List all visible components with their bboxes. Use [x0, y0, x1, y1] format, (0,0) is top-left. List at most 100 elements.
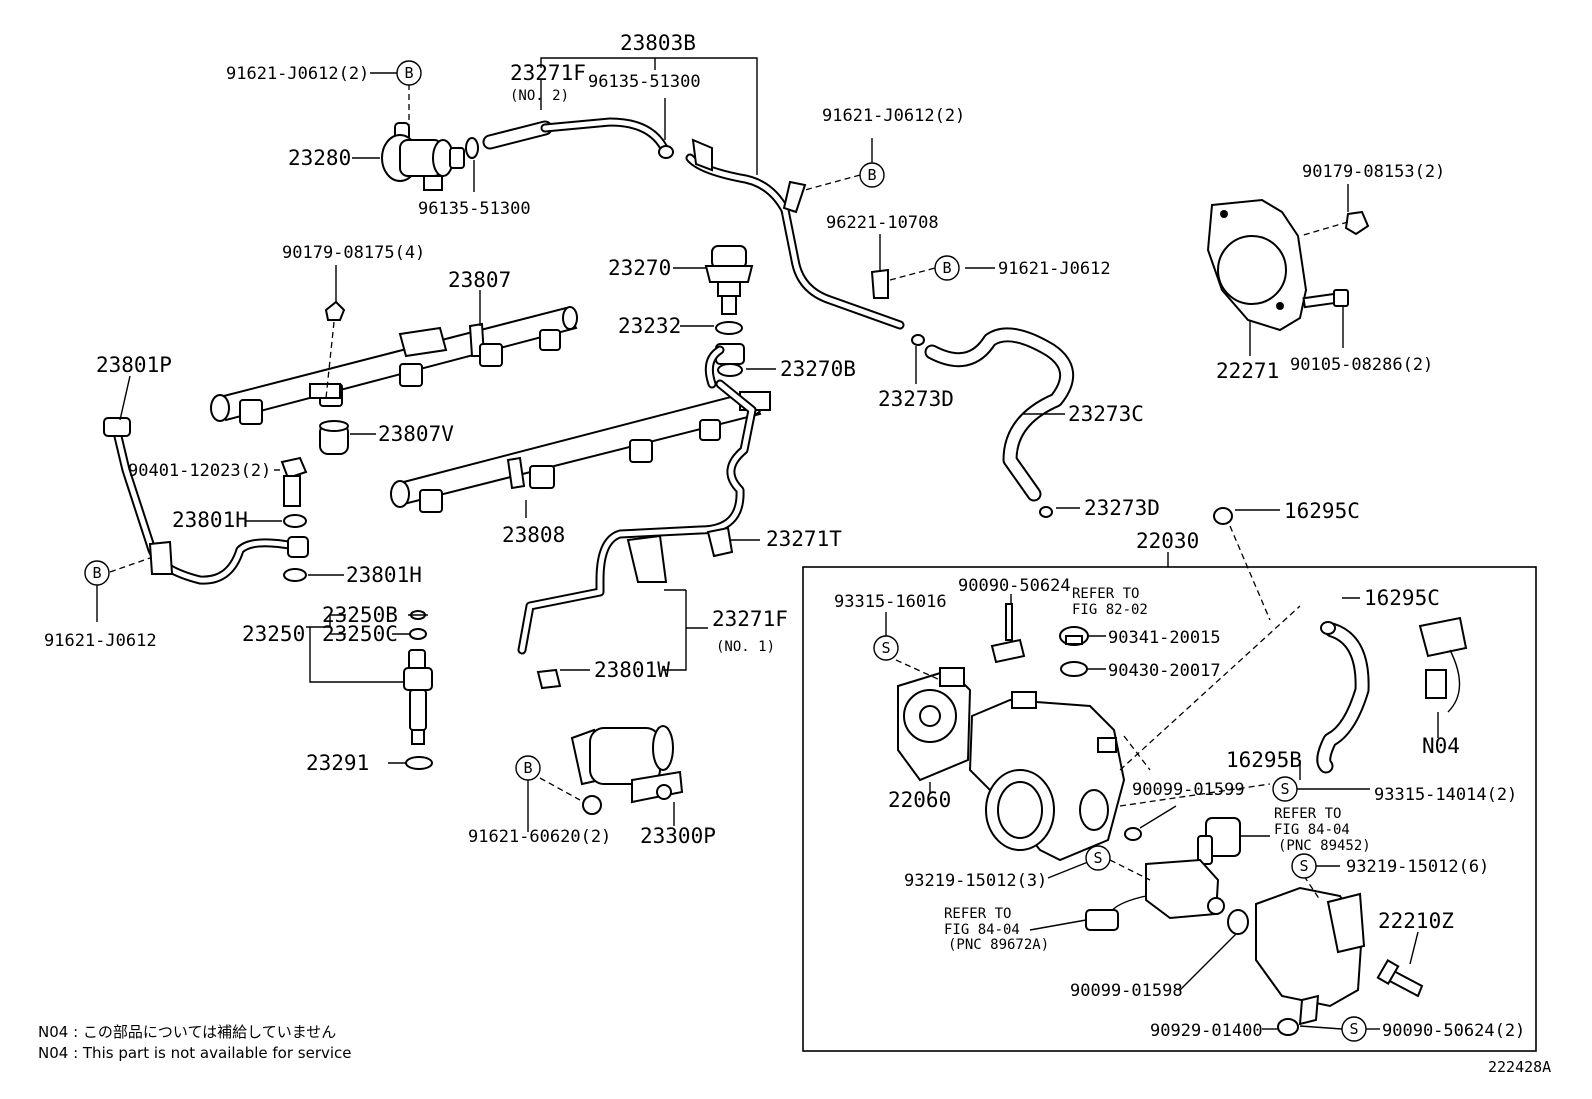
illustration-number: 222428A	[1488, 1058, 1552, 1076]
fuel-filter-23300P	[570, 725, 684, 815]
nut-90179-08175	[324, 300, 346, 321]
o-ring-90099-01599	[1124, 827, 1142, 841]
label-90090-50624-a: 90090-50624	[958, 576, 1071, 596]
svg-text:B: B	[867, 166, 876, 184]
nut-90179-08153	[1344, 210, 1370, 236]
label-23801H-b: 23801H	[346, 563, 422, 587]
union-bolt-90401-12023	[280, 456, 308, 507]
label-23273D-b: 23273D	[1084, 496, 1160, 520]
label-91621-60620: 91621-60620(2)	[468, 827, 611, 847]
label-23273C: 23273C	[1068, 402, 1144, 426]
svg-text:S: S	[1299, 857, 1308, 875]
marker-s-1: S	[873, 635, 899, 661]
label-23803B: 23803B	[620, 31, 696, 55]
gasket-23801H-upper	[283, 514, 307, 528]
label-fig-84b: FIG 84-04	[944, 922, 1020, 938]
water-bypass-hose-16295B	[1316, 622, 1370, 774]
svg-text:B: B	[404, 64, 413, 82]
fuel-pipe-23801P	[103, 417, 309, 585]
fuel-hose-23271F-no1	[517, 345, 757, 655]
grommet-23250C	[409, 628, 427, 640]
label-22030: 22030	[1136, 529, 1199, 553]
label-no1: (NO. 1)	[716, 639, 775, 655]
label-refer-84b: REFER TO	[944, 906, 1011, 922]
label-93315-14014: 93315-14014(2)	[1374, 785, 1517, 805]
label-22271: 22271	[1216, 359, 1279, 383]
label-23801H-a: 23801H	[172, 508, 248, 532]
gasket-23801H-lower	[283, 568, 307, 582]
svg-text:B: B	[92, 564, 101, 582]
label-N04: N04	[1422, 734, 1460, 758]
label-refer-82: REFER TO	[1072, 586, 1139, 602]
throttle-body-22030	[968, 691, 1126, 862]
label-16295C-b: 16295C	[1364, 586, 1440, 610]
label-90430-20017: 90430-20017	[1108, 661, 1221, 681]
label-91621-J0612-c: 91621-J0612	[998, 259, 1111, 279]
clip-23271T	[706, 526, 734, 558]
clip-23273D-upper	[911, 334, 925, 346]
marker-b-3: B	[934, 255, 960, 281]
label-90179-08175: 90179-08175(4)	[282, 243, 425, 263]
svg-text:S: S	[1093, 849, 1102, 867]
label-90099-01598: 90099-01598	[1070, 981, 1183, 1001]
cover-22210Z-assembly	[1255, 886, 1366, 1026]
label-23250C: 23250C	[322, 622, 398, 646]
label-90341-20015: 90341-20015	[1108, 628, 1221, 648]
insulator-23807V	[319, 420, 349, 455]
svg-text:B: B	[942, 259, 951, 277]
o-ring-23232	[715, 321, 743, 335]
label-96221-10708: 96221-10708	[826, 213, 939, 233]
label-16295B: 16295B	[1226, 748, 1302, 772]
label-23270B: 23270B	[780, 357, 856, 381]
fuel-hose-23271F-no2	[482, 117, 674, 159]
marker-s-4: S	[1085, 845, 1111, 871]
clip-23273D-lower	[1039, 506, 1053, 518]
label-91621-J0612-d: 91621-J0612	[44, 631, 157, 651]
label-90401-12023: 90401-12023(2)	[128, 461, 271, 481]
label-23808: 23808	[502, 523, 565, 547]
throttle-position-sensor-22060	[897, 667, 972, 782]
note-n04-japanese: N04 : この部品については補給していません	[38, 1023, 337, 1041]
label-fig-84a: FIG 84-04	[1274, 822, 1350, 838]
label-93315-16016: 93315-16016	[834, 592, 947, 612]
svg-text:S: S	[881, 639, 890, 657]
vacuum-hose-23273C	[924, 327, 1075, 502]
label-23271T: 23271T	[766, 527, 842, 551]
plug-90929-01400	[1277, 1018, 1299, 1036]
clip-16295C-upper	[1213, 507, 1233, 525]
clip-23801W	[536, 668, 562, 690]
svg-text:S: S	[1349, 1020, 1358, 1038]
label-93219-15012-3: 93219-15012(3)	[904, 871, 1047, 891]
clip-16295C-lower	[1320, 621, 1336, 635]
plug-90341-20015	[1059, 626, 1089, 646]
label-pnc-89452: (PNC 89452)	[1278, 838, 1371, 854]
harness-N04	[1418, 616, 1468, 713]
label-23280: 23280	[288, 146, 351, 170]
label-96135-51300-a: 96135-51300	[588, 72, 701, 92]
label-22060: 22060	[888, 788, 951, 812]
label-23250B: 23250B	[322, 603, 398, 627]
iac-valve-refer-89672A	[1085, 858, 1225, 931]
label-90105-08286: 90105-08286(2)	[1290, 355, 1433, 375]
gasket-22271	[1206, 198, 1308, 332]
label-no2: (NO. 2)	[510, 88, 569, 104]
label-90099-01599: 90099-01599	[1132, 780, 1245, 800]
label-23300P: 23300P	[640, 824, 716, 848]
label-23271F-top: 23271F	[510, 61, 586, 85]
marker-b-1: B	[396, 60, 422, 86]
marker-b-2: B	[859, 162, 885, 188]
label-23271F-bot: 23271F	[712, 607, 788, 631]
label-23801W: 23801W	[594, 658, 670, 682]
pulsation-damper-23280	[381, 122, 479, 191]
gasket-90430-20017	[1060, 661, 1088, 677]
label-90929-01400: 90929-01400	[1150, 1021, 1263, 1041]
part-labels: 23803B 91621-J0612(2) 23271F (NO. 2) 961…	[44, 31, 1525, 1041]
label-23270: 23270	[608, 256, 671, 280]
o-ring-23291	[405, 756, 433, 770]
marker-s-3: S	[1291, 853, 1317, 879]
o-ring-90099-01598	[1227, 909, 1249, 935]
label-90090-50624-b: 90090-50624(2)	[1382, 1021, 1525, 1041]
label-22210Z: 22210Z	[1378, 909, 1454, 933]
svg-text:B: B	[523, 759, 532, 777]
clamp-96221-10708	[870, 268, 889, 299]
